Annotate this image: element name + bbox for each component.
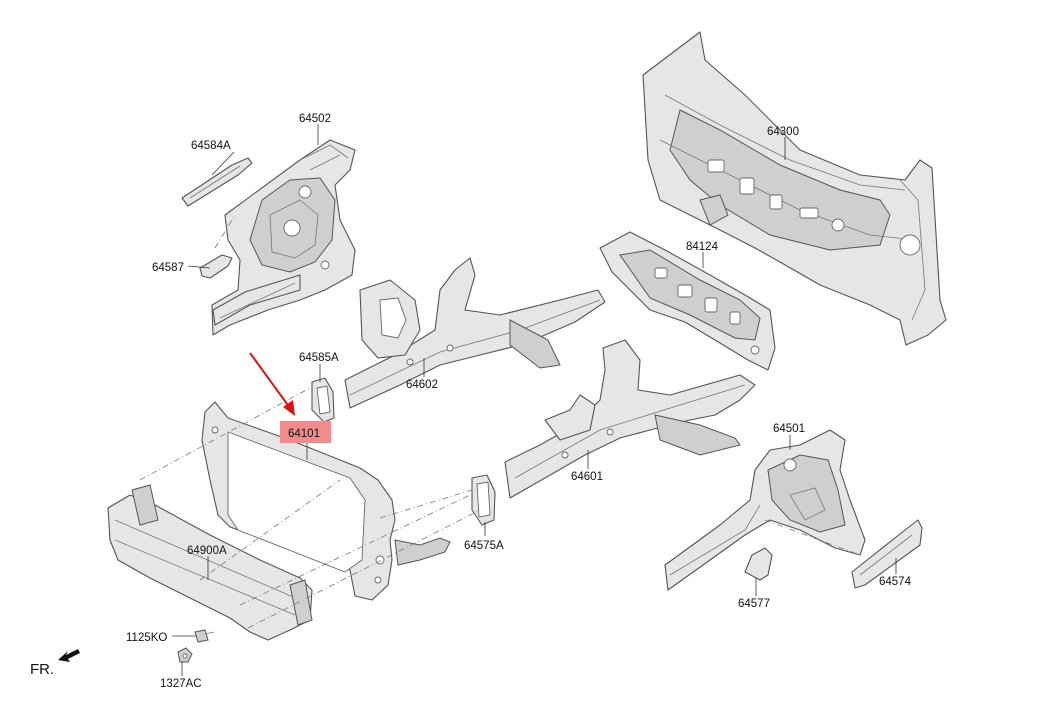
label-64585A[interactable]: 64585A (299, 352, 339, 364)
label-64577[interactable]: 64577 (738, 598, 770, 610)
label-1125KO[interactable]: 1125KO (126, 632, 167, 644)
part-1327AC-nut[interactable] (177, 647, 193, 663)
part-64575A-bracket[interactable] (471, 474, 496, 526)
part-64577-bracket[interactable] (744, 547, 773, 581)
part-84124-panel[interactable] (599, 231, 776, 371)
part-64601-side-member[interactable] (504, 339, 756, 499)
label-64501[interactable]: 64501 (773, 423, 805, 435)
part-64574-bracket[interactable] (851, 519, 923, 589)
part-64602-side-member[interactable] (344, 257, 606, 409)
part-64900A-bumper-beam[interactable] (107, 484, 313, 641)
label-64574[interactable]: 64574 (879, 576, 912, 588)
label-64584A[interactable]: 64584A (191, 140, 231, 152)
label-64101[interactable]: 64101 (288, 428, 320, 440)
label-64602[interactable]: 64602 (406, 379, 438, 391)
label-84124[interactable]: 84124 (686, 241, 719, 253)
label-64575A[interactable]: 64575A (464, 540, 504, 552)
assembly-lines (139, 214, 861, 629)
part-64101-carrier[interactable] (201, 401, 451, 601)
highlight-box-64101 (280, 421, 331, 443)
label-1327AC[interactable]: 1327AC (160, 678, 202, 690)
label-64502[interactable]: 64502 (299, 113, 331, 125)
red-arrow-icon (249, 352, 295, 416)
part-64585A-bracket[interactable] (311, 377, 335, 423)
label-64587[interactable]: 64587 (152, 262, 184, 274)
direction-label: FR. (30, 661, 54, 678)
part-64584A-bracket[interactable] (181, 157, 253, 207)
label-64601[interactable]: 64601 (571, 471, 603, 483)
part-64300-dash-panel[interactable] (642, 31, 947, 346)
front-direction-arrow-icon (58, 649, 80, 662)
label-64900A[interactable]: 64900A (187, 545, 227, 557)
leader-lines (172, 124, 897, 676)
part-64502-apron[interactable] (211, 139, 356, 336)
part-64587-bracket[interactable] (199, 254, 233, 279)
label-64300[interactable]: 64300 (767, 126, 799, 138)
part-64501-apron[interactable] (664, 429, 866, 591)
part-1125KO-bolt[interactable] (194, 629, 215, 643)
